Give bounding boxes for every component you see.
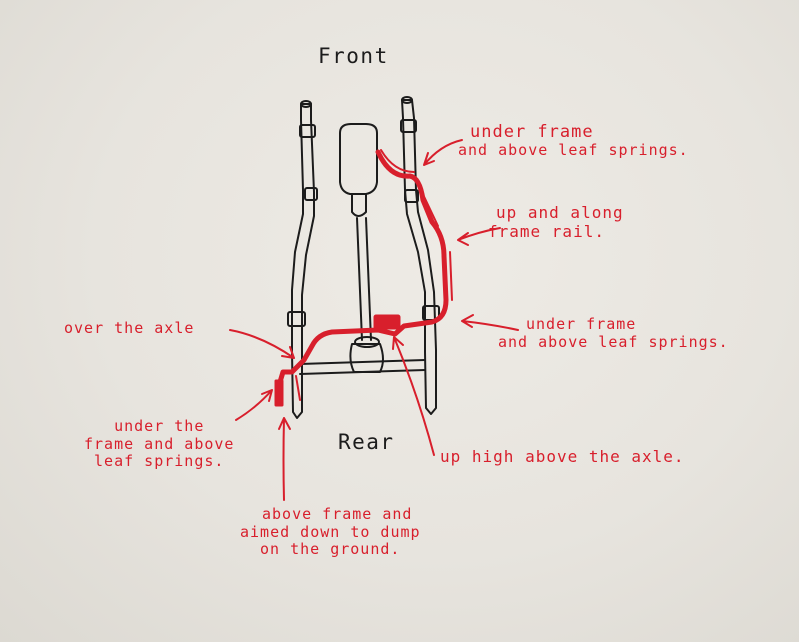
differential bbox=[349, 343, 384, 373]
right-frame-rail bbox=[401, 99, 437, 415]
arrow-under-frame-top bbox=[423, 139, 463, 166]
left-rail-bushing-1 bbox=[299, 124, 316, 138]
arrow-up-along-rail bbox=[457, 227, 501, 246]
annotation-arrows bbox=[229, 139, 519, 501]
under-frame-top-line-2: and above leaf springs. bbox=[458, 141, 689, 160]
transmission bbox=[351, 193, 367, 217]
tailpipe bbox=[274, 379, 284, 407]
under-frame-mid-label: under frame and above leaf springs. bbox=[498, 315, 729, 351]
up-high-axle-label: up high above the axle. bbox=[440, 447, 685, 466]
rear-label: Rear bbox=[338, 430, 395, 454]
exhaust-pipe-outline bbox=[295, 149, 453, 401]
arrow-above-frame bbox=[278, 417, 291, 501]
engine-block bbox=[339, 123, 378, 195]
under-frame-mid-line-1: under frame bbox=[526, 315, 637, 333]
under-frame-rear-line-1: under the bbox=[114, 417, 205, 435]
muffler bbox=[373, 314, 401, 330]
left-frame-rail bbox=[291, 103, 315, 419]
under-frame-mid-line-2: and above leaf springs. bbox=[498, 332, 729, 351]
driveshaft bbox=[356, 217, 372, 341]
up-along-rail-line-1: up and along bbox=[496, 203, 624, 222]
differential-cover bbox=[354, 336, 380, 348]
right-rail-bushing-1 bbox=[400, 119, 417, 133]
over-axle-label: over the axle bbox=[64, 319, 195, 337]
under-frame-top-line-1: under frame bbox=[470, 122, 594, 142]
under-frame-rear-line-2: frame and above bbox=[84, 434, 235, 453]
under-frame-rear-label: under the frame and above leaf springs. bbox=[84, 417, 235, 471]
exhaust-pipe bbox=[277, 149, 449, 405]
left-rail-top-cap bbox=[300, 100, 312, 108]
above-frame-dump-line-1: above frame and bbox=[262, 505, 413, 523]
up-along-rail-label: up and along frame rail. bbox=[488, 203, 624, 242]
left-rail-bushing-3 bbox=[287, 311, 306, 327]
right-rail-bushing-2 bbox=[404, 189, 419, 203]
under-frame-rear-line-3: leaf springs. bbox=[94, 452, 225, 471]
above-frame-dump-line-2: aimed down to dump bbox=[240, 522, 421, 541]
right-rail-top-cap bbox=[401, 96, 413, 104]
above-frame-dump-line-3: on the ground. bbox=[260, 540, 401, 559]
under-frame-top-label: under frame and above leaf springs. bbox=[458, 122, 689, 160]
exhaust-route bbox=[274, 149, 453, 407]
above-frame-dump-label: above frame and aimed down to dump on th… bbox=[240, 505, 421, 559]
arrow-up-high bbox=[392, 336, 435, 456]
arrow-over-axle bbox=[229, 329, 295, 359]
arrow-under-frame-rear bbox=[235, 389, 273, 421]
front-label: Front bbox=[318, 44, 389, 68]
arrow-under-frame-mid bbox=[461, 314, 519, 331]
vehicle-frame bbox=[287, 96, 440, 419]
up-along-rail-line-2: frame rail. bbox=[488, 221, 605, 241]
left-rail-bushing-2 bbox=[304, 187, 318, 201]
